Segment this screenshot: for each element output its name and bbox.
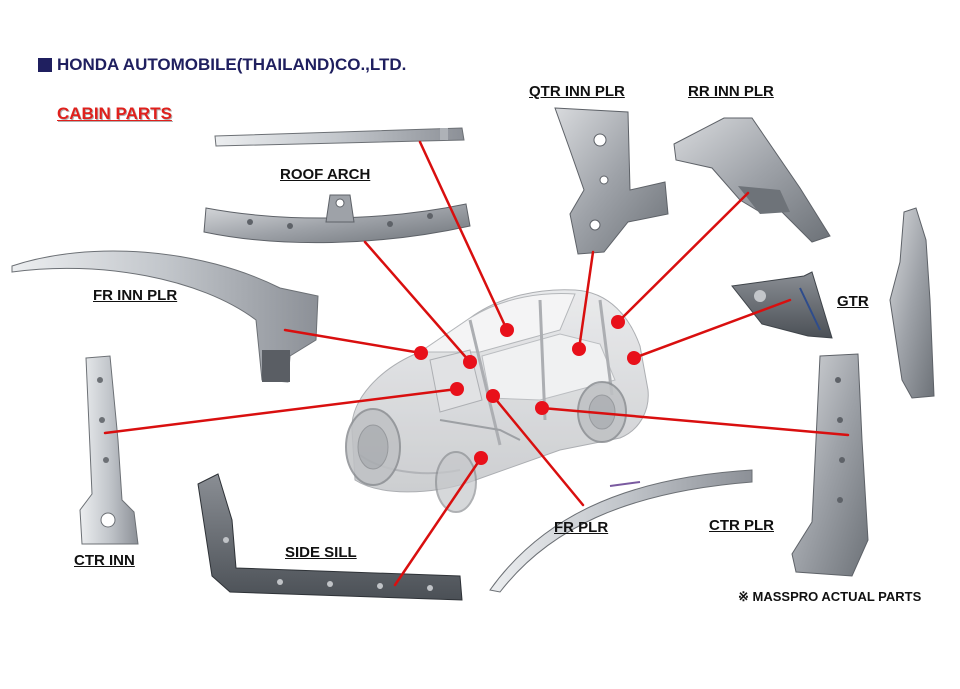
leader-line-side-sill [393,456,483,587]
marker-ctr-inn [450,382,464,396]
leader-lines [103,140,850,587]
leader-line-ctr-inn [103,387,459,435]
leader-line-qtr-inn-plr [577,250,595,351]
marker-roof-arch [463,355,477,369]
label-rr-inn-plr: RR INN PLR [688,83,774,100]
markers [414,315,641,465]
leader-line-gtr [632,298,792,360]
marker-side-sill [474,451,488,465]
leader-line-roof-arch [363,240,472,364]
label-ctr-inn: CTR INN [74,552,135,569]
leader-line-rr-inn-plr [616,191,750,324]
side-sill-part [197,473,463,601]
gtr-part [731,271,833,339]
ctr-inn-right-part [889,207,935,399]
company-name: HONDA AUTOMOBILE(THAILAND)CO.,LTD. [57,55,407,74]
leader-line-ctr-plr [540,406,850,437]
leader-line-roof-arch-upper [418,140,509,332]
marker-fr-inn-plr [414,346,428,360]
masspro-note: ※ MASSPRO ACTUAL PARTS [738,589,922,604]
title-square-icon [38,58,52,72]
fr-plr-part [489,469,753,593]
fr-inn-plr-part [11,250,319,383]
label-roof-arch: ROOF ARCH [280,166,371,183]
company-title: HONDA AUTOMOBILE(THAILAND)CO.,LTD. [38,55,406,75]
ctr-plr-part [791,353,869,577]
label-qtr-inn-plr: QTR INN PLR [529,83,625,100]
ctr-inn-part [79,355,139,545]
roof-arch-upper-part [214,127,465,147]
section-title: CABIN PARTS [57,104,172,123]
marker-rr-inn-plr [611,315,625,329]
marker-gtr [627,351,641,365]
label-fr-plr: FR PLR [554,519,609,536]
label-ctr-plr: CTR PLR [709,517,774,534]
label-fr-inn-plr: FR INN PLR [93,287,178,304]
rr-inn-plr-part [673,117,831,243]
label-gtr: GTR [837,293,869,310]
roof-arch-part [203,194,471,244]
qtr-inn-plr-part [554,107,669,255]
label-side-sill: SIDE SILL [285,544,357,561]
rear-wheel [577,381,627,443]
front-wheel [345,408,401,486]
marker-qtr-inn-plr [572,342,586,356]
leader-line-fr-inn-plr [283,328,423,355]
marker-ctr-plr [535,401,549,415]
front-wheel-2 [435,451,477,513]
leader-line-fr-plr [491,394,585,507]
marker-fr-plr [486,389,500,403]
marker-roof-arch-upper [500,323,514,337]
